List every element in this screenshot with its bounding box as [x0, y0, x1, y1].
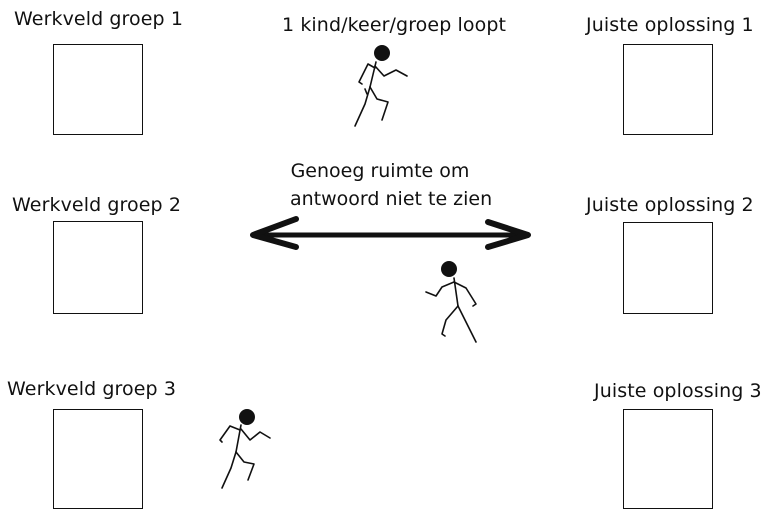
solution-box-2 [623, 222, 713, 314]
distance-note-line-2: antwoord niet te zien [290, 188, 493, 210]
work-field-box-2 [53, 221, 143, 314]
work-field-box-1 [53, 44, 143, 135]
distance-note: Genoeg ruimte om antwoord niet te zien [290, 157, 493, 213]
solution-box-1 [623, 44, 713, 135]
solution-box-3 [623, 409, 713, 509]
solution-label-2: Juiste oplossing 2 [586, 194, 754, 216]
work-field-label-2: Werkveld groep 2 [12, 194, 182, 216]
double-arrow-icon [250, 216, 531, 250]
solution-label-1: Juiste oplossing 1 [586, 14, 754, 36]
runner-note: 1 kind/keer/groep loopt [282, 14, 507, 36]
solution-label-3: Juiste oplossing 3 [594, 380, 761, 402]
distance-note-line-1: Genoeg ruimte om [290, 160, 470, 182]
running-child-icon [425, 261, 477, 343]
work-field-label-1: Werkveld groep 1 [14, 8, 184, 30]
running-child-icon [354, 45, 408, 127]
running-child-icon [219, 409, 271, 489]
work-field-label-3: Werkveld groep 3 [7, 378, 177, 400]
